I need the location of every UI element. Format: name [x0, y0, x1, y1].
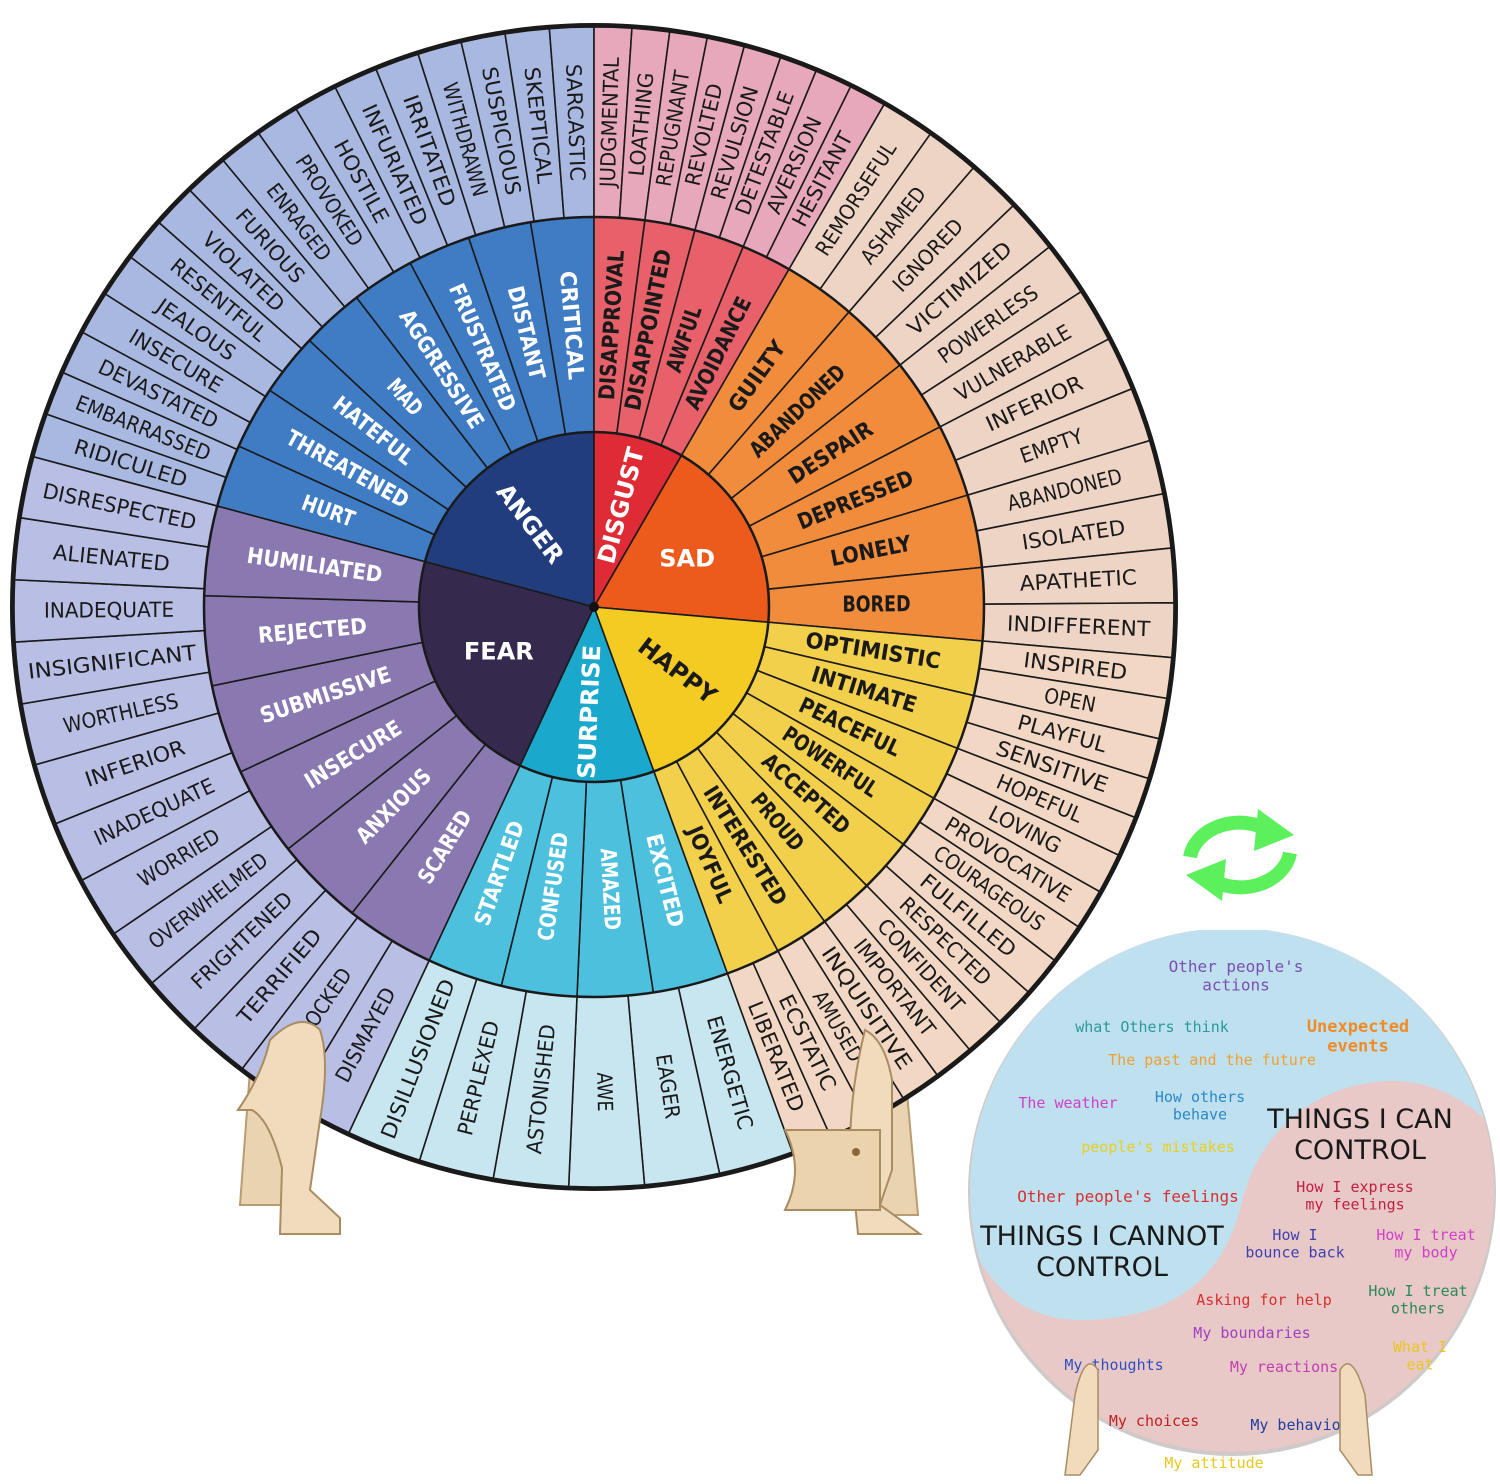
cannot-item-what-others-think-line: what Others think [1075, 1018, 1229, 1036]
can-control-title-line: THINGS I CAN [1266, 1104, 1453, 1135]
can-item-my-thoughts-line: My thoughts [1064, 1356, 1163, 1374]
can-item-how-i-treat-others-line: How I treat [1368, 1282, 1467, 1300]
can-item-how-i-treat-my-body-line: my body [1394, 1243, 1457, 1261]
can-item-my-attitude-line: My attitude [1164, 1454, 1263, 1472]
can-item-how-i-bounce-back-line: bounce back [1245, 1243, 1344, 1261]
cannot-item-how-others-behave-line: behave [1173, 1105, 1227, 1123]
cannot-item-unexpected-events-line: Unexpected [1307, 1017, 1409, 1037]
cannot-item-how-others-behave-line: How others [1155, 1088, 1245, 1106]
wheel-stand-front [236, 1021, 924, 1235]
outer-label-indifferent: INDIFFERENT [1007, 612, 1151, 642]
outer-label-inadequate: INADEQUATE [44, 598, 174, 623]
can-control-title-line: CONTROL [1294, 1135, 1426, 1166]
can-item-my-boundaries-line: My boundaries [1193, 1324, 1310, 1342]
cannot-control-title-line: THINGS I CANNOT [979, 1221, 1224, 1252]
can-item-my-attitude: My attitude [1164, 1454, 1263, 1472]
cannot-item-people-s-mistakes-line: people's mistakes [1081, 1138, 1235, 1156]
cannot-item-the-weather: The weather [1018, 1094, 1117, 1112]
can-item-how-i-treat-my-body-line: How I treat [1376, 1226, 1475, 1244]
can-item-my-choices: My choices [1109, 1412, 1199, 1430]
can-item-my-thoughts: My thoughts [1064, 1356, 1163, 1374]
can-item-my-behavior-line: My behavior [1250, 1416, 1349, 1434]
feelings-wheel: RIDICULEDEMBARRASSEDDEVASTATEDINSECUREJE… [10, 23, 1178, 1235]
cannot-item-the-weather-line: The weather [1018, 1094, 1117, 1112]
swap-arrows-icon [1183, 809, 1297, 901]
can-item-asking-for-help-line: Asking for help [1196, 1291, 1331, 1309]
middle-label-bored: BORED [842, 592, 910, 617]
can-item-asking-for-help: Asking for help [1196, 1291, 1331, 1309]
cannot-control-title-line: CONTROL [1036, 1252, 1168, 1283]
can-item-what-i-eat-line: eat [1406, 1355, 1433, 1373]
cannot-item-the-past-and-the-future-line: The past and the future [1108, 1051, 1316, 1069]
core-label-fear: FEAR [464, 637, 534, 665]
cannot-item-other-people-s-feelings: Other people's feelings [1017, 1187, 1239, 1206]
can-item-what-i-eat-line: What I [1393, 1338, 1447, 1356]
can-item-my-reactions: My reactions [1230, 1358, 1338, 1376]
outer-label-awe: AWE [592, 1072, 617, 1112]
core-label-surprise: SURPRISE [573, 644, 607, 779]
can-item-my-behavior: My behavior [1250, 1416, 1349, 1434]
can-item-my-choices-line: My choices [1109, 1412, 1199, 1430]
outer-label-judgmental: JUDGMENTAL [596, 57, 624, 190]
cannot-item-what-others-think: what Others think [1075, 1018, 1229, 1036]
cannot-item-people-s-mistakes: people's mistakes [1081, 1138, 1235, 1156]
cannot-item-the-past-and-the-future: The past and the future [1108, 1051, 1316, 1069]
can-item-my-reactions-line: My reactions [1230, 1358, 1338, 1376]
core-label-sad: SAD [659, 545, 715, 573]
can-item-my-boundaries: My boundaries [1193, 1324, 1310, 1342]
outer-label-sarcastic: SARCASTIC [561, 63, 589, 181]
can-item-how-i-bounce-back-line: How I [1272, 1226, 1317, 1244]
cannot-item-other-people-s-actions-line: actions [1202, 975, 1269, 994]
can-item-how-i-express-my-feelings-line: How I express [1296, 1178, 1413, 1196]
cannot-item-unexpected-events-line: events [1327, 1037, 1388, 1057]
middle-label-amazed: AMAZED [595, 848, 624, 931]
cannot-item-other-people-s-feelings-line: Other people's feelings [1017, 1187, 1239, 1206]
cannot-item-other-people-s-actions-line: Other people's [1169, 957, 1304, 976]
can-item-how-i-express-my-feelings-line: my feelings [1305, 1195, 1404, 1213]
can-item-how-i-treat-others-line: others [1391, 1299, 1445, 1317]
